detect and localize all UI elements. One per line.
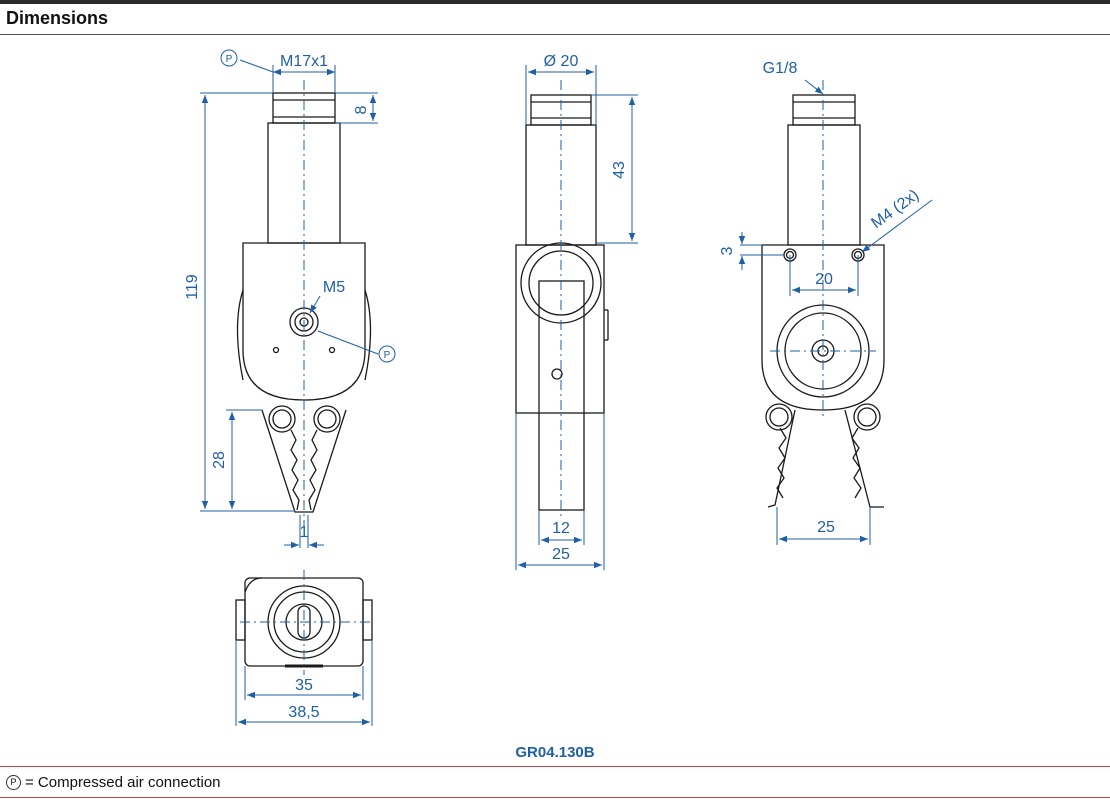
p-marker-1: P [226,54,233,65]
label-3: 3 [719,246,736,255]
p-symbol-icon: P [6,775,21,790]
section-title: Dimensions [6,8,109,28]
front-jaw-left [261,409,304,513]
rear-dimensions [738,79,933,545]
label-diameter-20: Ø 20 [544,53,579,70]
header-divider [0,34,1110,35]
side-housing [515,244,605,414]
label-rear-25: 25 [817,519,835,536]
footer-rule-top [0,766,1110,767]
label-g1-8: G1/8 [763,60,798,77]
label-m5: M5 [323,279,345,296]
label-43: 43 [611,161,628,179]
front-jaw-right [304,409,347,513]
label-35: 35 [295,677,313,694]
legend-text: = Compressed air connection [25,774,221,791]
label-1: 1 [300,524,309,541]
technical-drawing: M17x1 8 119 M5 28 1 P P Ø 20 43 12 25 [184,49,933,726]
label-m4-2x: M4 (2x) [868,187,922,233]
drawing-number: GR04.130B [515,744,595,761]
p-marker-2: P [384,350,391,361]
rear-body-tube [787,124,861,246]
legend: P = Compressed air connection [6,774,221,791]
label-28: 28 [211,451,228,469]
rear-thread-stub [792,94,856,126]
label-20: 20 [815,271,833,288]
label-119: 119 [184,274,201,300]
footer-rule-bottom [0,797,1110,798]
label-m17x1: M17x1 [280,53,328,70]
side-dimensions [515,65,638,570]
label-12: 12 [552,520,570,537]
bottom-dimensions [235,570,373,726]
label-side-25: 25 [552,546,570,563]
side-view [515,94,609,511]
label-38-5: 38,5 [288,704,319,721]
top-rule [0,0,1110,4]
rear-jaw-left [767,409,796,508]
label-8: 8 [353,105,370,114]
front-dimensions [200,49,396,549]
